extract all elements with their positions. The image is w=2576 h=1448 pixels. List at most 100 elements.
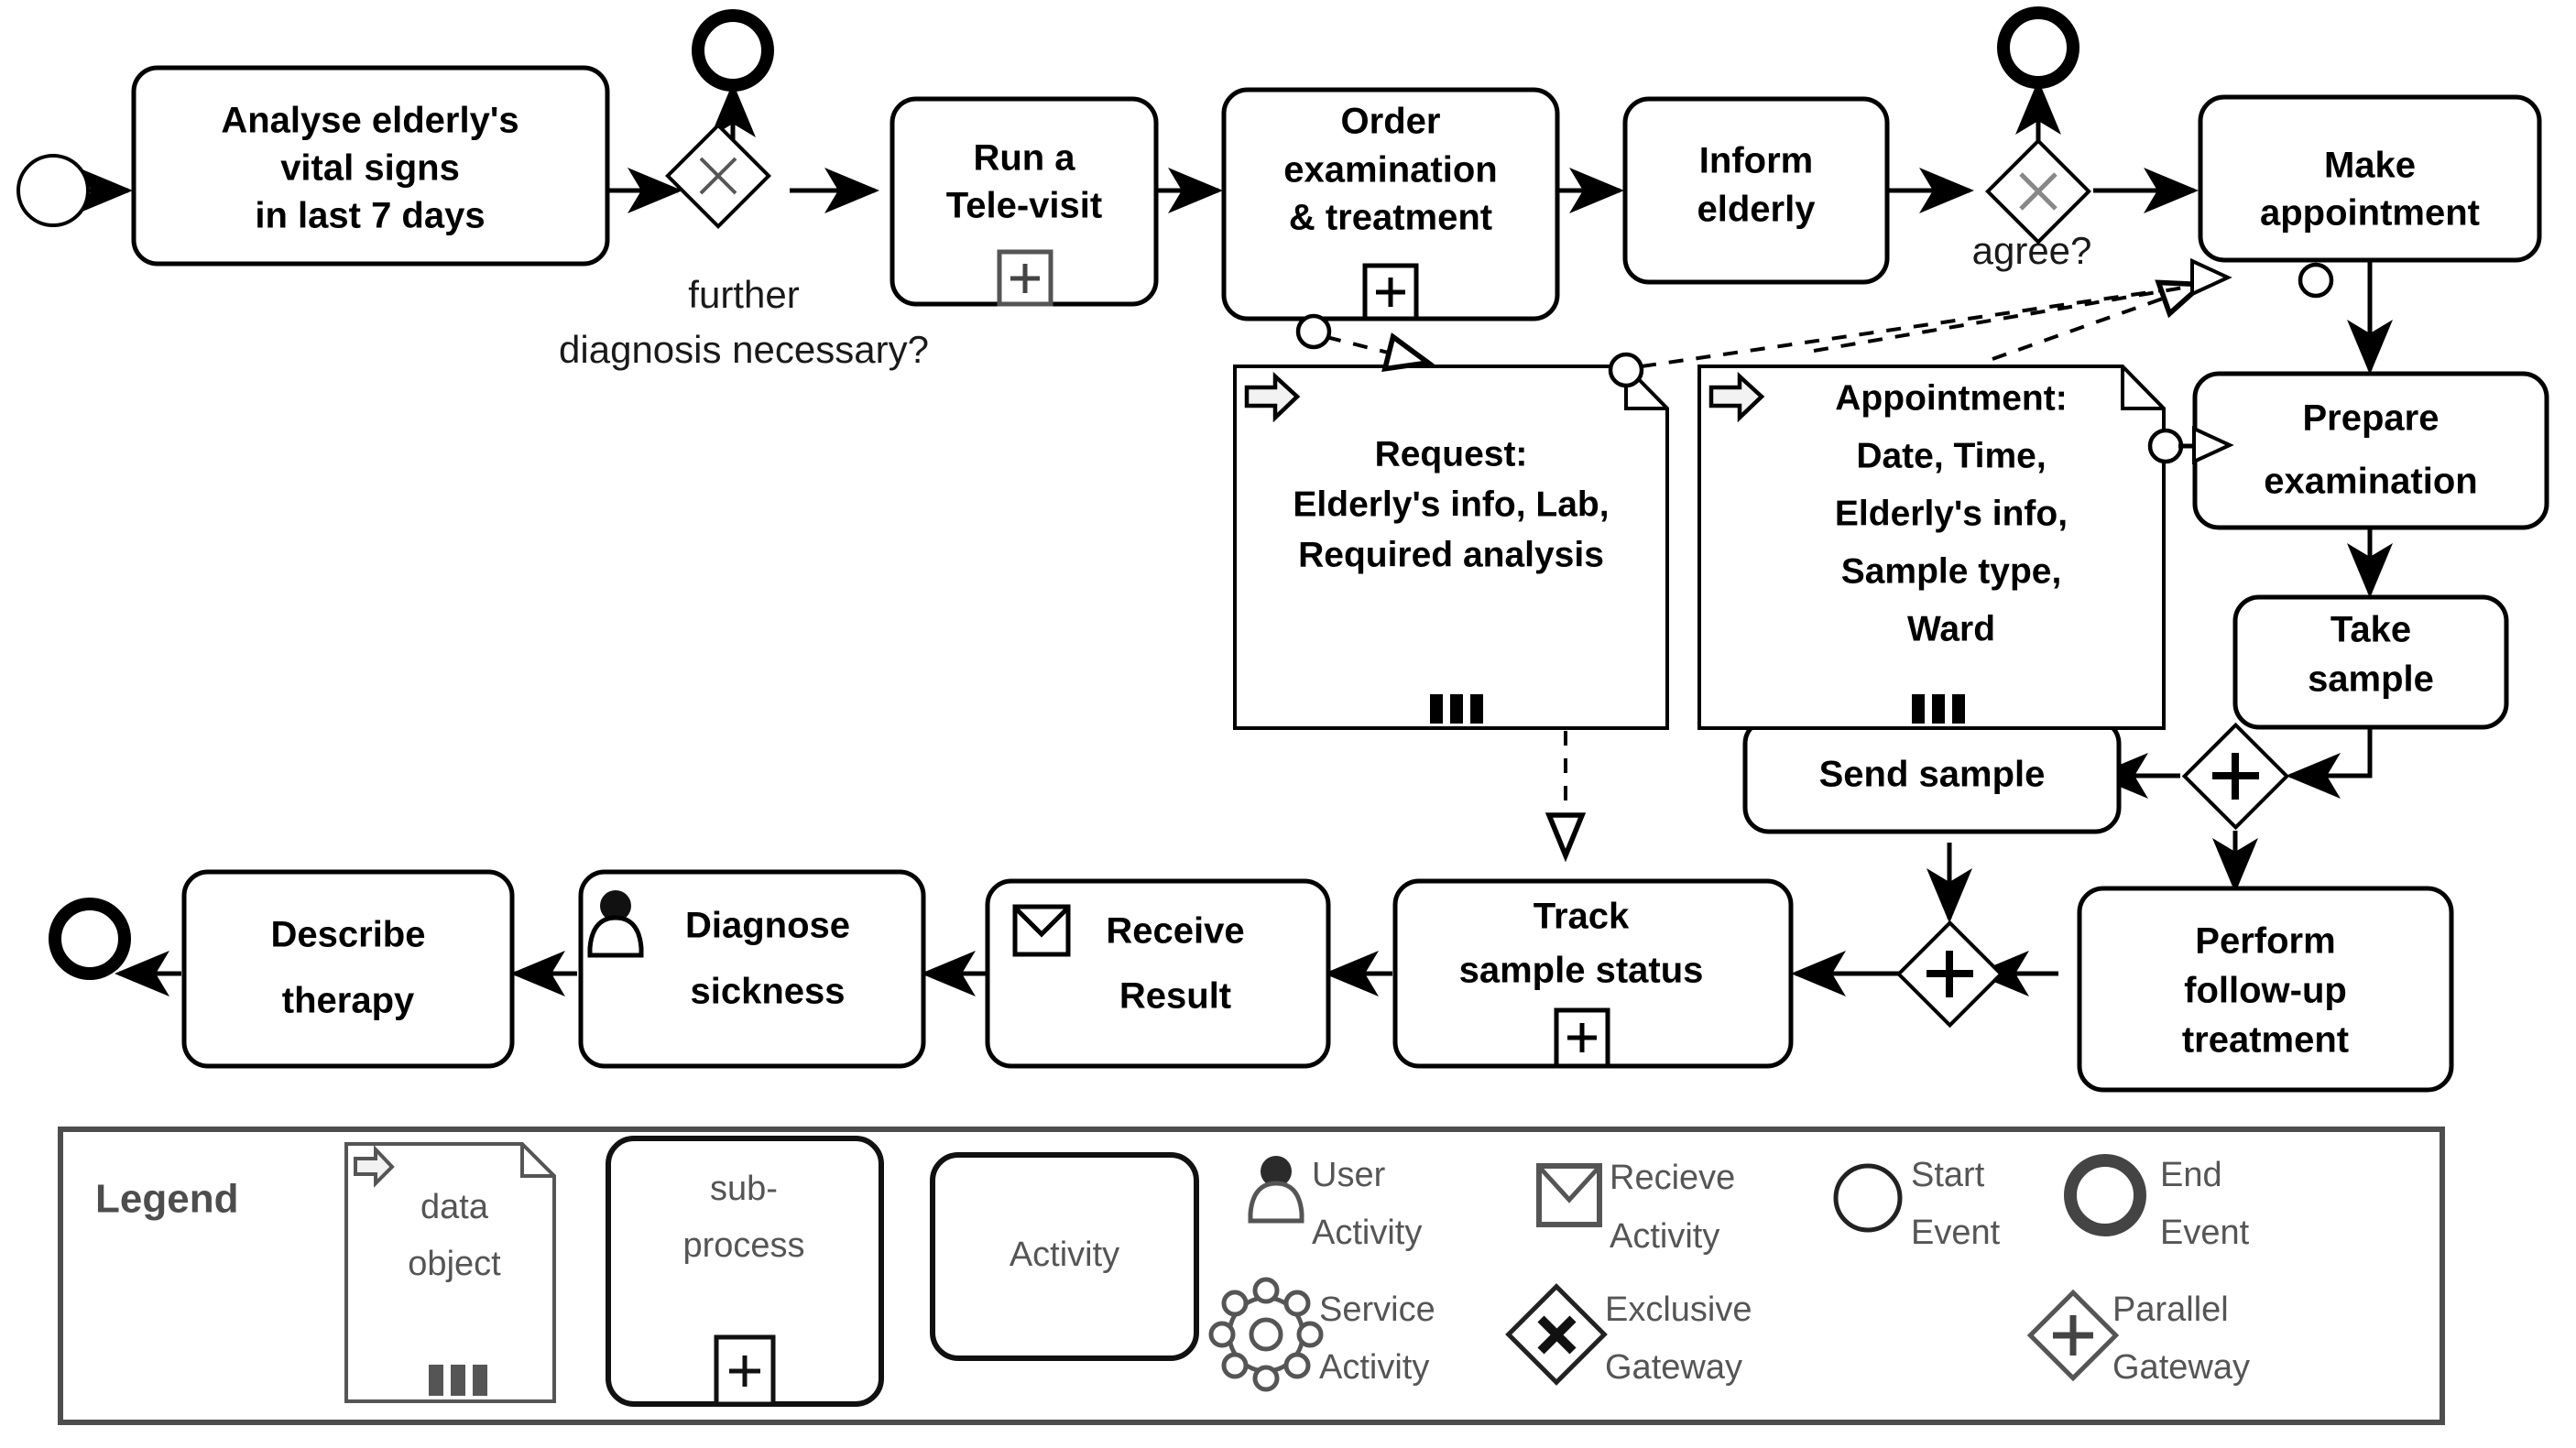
- gateway-parallel-merge[interactable]: [1895, 920, 2004, 1029]
- task-make-appointment[interactable]: Make appointment: [2198, 94, 2542, 263]
- task-label-line: Make: [2324, 146, 2416, 186]
- legend-label-line: Recieve: [1610, 1159, 1735, 1197]
- task-prepare-examination[interactable]: Prepare examination: [2192, 371, 2549, 530]
- gear-icon: [1208, 1277, 1324, 1392]
- task-label-line: sample: [2308, 659, 2434, 700]
- legend-item-user-activity: User Activity: [1248, 1156, 1422, 1252]
- task-label-line: sample status: [1459, 951, 1704, 991]
- task-label-line: vital signs: [280, 148, 460, 189]
- task-analyse-vital-signs[interactable]: Analyse elderly's vital signs in last 7 …: [131, 65, 610, 267]
- envelope-icon: [1012, 904, 1071, 957]
- data-collection-marker: [1430, 694, 1483, 724]
- task-perform-followup-treatment[interactable]: Perform follow-up treatment: [2077, 886, 2454, 1093]
- task-order-examination[interactable]: Order examination & treatment: [1221, 87, 1560, 321]
- data-object-line: Date, Time,: [1856, 436, 2046, 475]
- sequence-flows-row1: [78, 80, 2199, 213]
- gateway-agree-label: agree?: [1972, 229, 2092, 272]
- task-label-line: sickness: [690, 972, 845, 1012]
- task-send-sample[interactable]: Send sample: [1742, 717, 2122, 834]
- subprocess-marker: [997, 249, 1053, 307]
- gateway-agree[interactable]: [1985, 138, 2091, 245]
- task-run-tele-visit[interactable]: Run a Tele-visit: [890, 96, 1159, 307]
- task-label-line: Send sample: [1819, 755, 2046, 795]
- legend-item-data-object: data object: [344, 1142, 556, 1403]
- task-take-sample[interactable]: Take sample: [2232, 594, 2509, 730]
- legend-item-sub-process: sub- process: [606, 1136, 884, 1407]
- legend-label-line: End: [2160, 1156, 2222, 1194]
- end-event: [1997, 6, 2079, 89]
- task-label-line: Diagnose: [685, 906, 850, 946]
- task-inform-elderly[interactable]: Inform elderly: [1622, 96, 1890, 285]
- task-label-line: Perform: [2195, 921, 2335, 962]
- legend-label-line: Parallel: [2112, 1290, 2229, 1329]
- task-label-line: Tele-visit: [946, 186, 1102, 226]
- legend-item-activity: Activity: [930, 1152, 1199, 1361]
- task-label-line: Inform: [1699, 141, 1813, 181]
- legend: Legend data object sub- process Activity: [58, 1127, 2445, 1425]
- end-event: [692, 9, 774, 92]
- data-object-request: Request: Elderly's info, Lab, Required a…: [1233, 365, 1669, 730]
- legend-item-receive-activity: Recieve Activity: [1536, 1159, 1735, 1256]
- subprocess-marker: [1362, 263, 1419, 321]
- legend-label-line: Event: [2160, 1214, 2250, 1252]
- legend-item-exclusive-gateway: Exclusive Gateway: [1505, 1283, 1752, 1387]
- user-icon: [1248, 1156, 1304, 1224]
- task-label-line: follow-up: [2184, 971, 2347, 1011]
- legend-label-line: User: [1312, 1156, 1386, 1194]
- data-object-appointment: Appointment: Date, Time, Elderly's info,…: [1697, 365, 2166, 730]
- start-event: [16, 154, 90, 227]
- legend-label-line: data: [420, 1188, 489, 1226]
- data-associations: [1295, 257, 2334, 852]
- task-label-line: Track: [1534, 897, 1630, 937]
- task-label-line: therapy: [282, 981, 415, 1021]
- data-object-line: Ward: [1907, 609, 1995, 648]
- task-label-line: Receive: [1106, 911, 1244, 952]
- task-receive-result[interactable]: Receive Result: [985, 878, 1331, 1069]
- task-label-line: in last 7 days: [255, 196, 485, 236]
- legend-label-line: Event: [1911, 1214, 2001, 1252]
- legend-label-line: sub-: [710, 1170, 778, 1208]
- task-label-line: Prepare: [2303, 398, 2440, 439]
- task-track-sample-status[interactable]: Track sample status: [1392, 878, 1794, 1069]
- gateway-further-label-line2: diagnosis necessary?: [559, 328, 929, 371]
- legend-label-line: Activity: [1312, 1214, 1422, 1252]
- legend-label-line: object: [408, 1245, 501, 1283]
- legend-item-end-event: End Event: [2064, 1154, 2250, 1252]
- legend-label-line: Gateway: [1605, 1348, 1742, 1387]
- legend-item-parallel-gateway: Parallel Gateway: [2026, 1289, 2250, 1387]
- data-object-line: Required analysis: [1298, 535, 1604, 574]
- envelope-icon: [1536, 1163, 1602, 1227]
- data-object-line: Elderly's info,: [1835, 494, 2068, 533]
- data-input-arrow-icon: [1708, 371, 1765, 423]
- task-label-line: & treatment: [1289, 198, 1492, 238]
- legend-label-line: Activity: [1319, 1348, 1429, 1387]
- task-label-line: treatment: [2182, 1020, 2349, 1061]
- legend-label-line: Activity: [1610, 1217, 1719, 1256]
- legend-title: Legend: [95, 1177, 238, 1222]
- task-describe-therapy[interactable]: Describe therapy: [181, 869, 515, 1069]
- data-object-line: Request:: [1375, 434, 1528, 474]
- gateway-further-label-line1: further: [688, 273, 799, 316]
- legend-item-start-event: Start Event: [1833, 1156, 2001, 1252]
- gateway-further-diagnosis[interactable]: [665, 123, 771, 229]
- data-object-line: Appointment:: [1835, 378, 2067, 418]
- end-event: [49, 898, 131, 980]
- task-label-line: examination: [2264, 462, 2477, 502]
- legend-label-line: Gateway: [2112, 1348, 2250, 1387]
- legend-label-line: Activity: [1010, 1236, 1119, 1274]
- task-diagnose-sickness[interactable]: Diagnose sickness: [578, 869, 926, 1069]
- data-input-arrow-icon: [1244, 371, 1301, 423]
- subprocess-marker: [1554, 1007, 1610, 1069]
- data-object-line: Elderly's info, Lab,: [1293, 484, 1609, 524]
- data-object-line: Sample type,: [1841, 551, 2062, 591]
- legend-item-service-activity: Service Activity: [1208, 1277, 1435, 1392]
- task-label-line: Order: [1341, 102, 1441, 142]
- legend-label-line: process: [682, 1226, 804, 1265]
- legend-label-line: Start: [1911, 1156, 1985, 1194]
- task-label-line: Take: [2330, 610, 2411, 650]
- task-label-line: elderly: [1697, 190, 1817, 230]
- gateway-parallel-join[interactable]: [2181, 722, 2290, 831]
- data-collection-marker: [1912, 694, 1965, 724]
